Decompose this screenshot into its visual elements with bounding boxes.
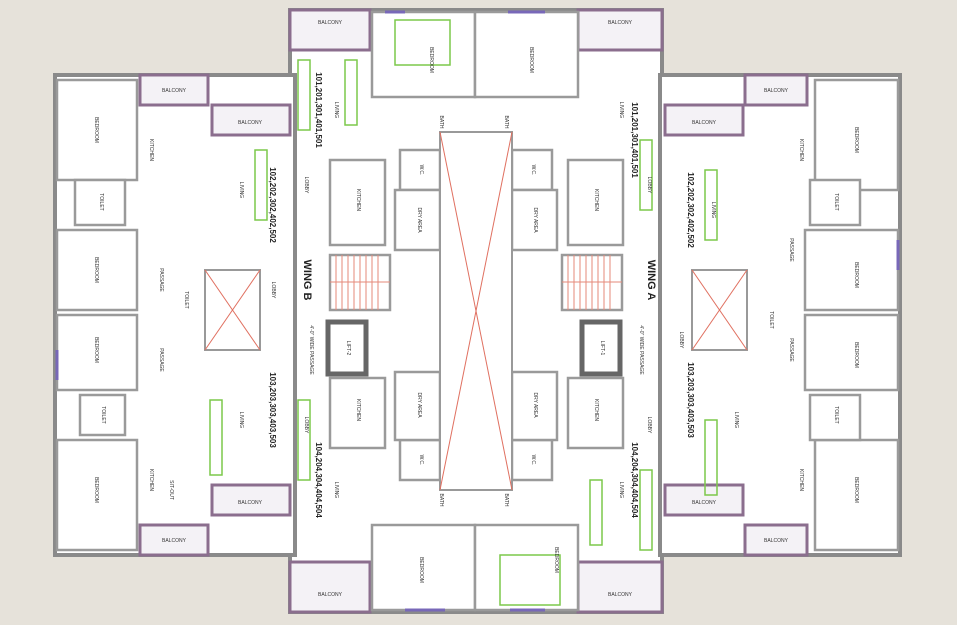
toilet-label: TOILET [100, 406, 106, 423]
toilet-label: TOILET [768, 311, 774, 328]
wc-label: W.C. [418, 165, 424, 176]
toilet-label: TOILET [833, 193, 839, 210]
lobby-label: LOBBY [303, 417, 309, 434]
bedroom-label: BEDROOM [528, 47, 534, 73]
living-label: LIVING [238, 412, 244, 429]
lobby-label: LOBBY [646, 417, 652, 434]
balcony-label: BALCONY [608, 592, 633, 598]
kitchen-label: KITCHEN [798, 469, 804, 491]
lift-1 [579, 319, 623, 377]
bedroom-label: BEDROOM [853, 127, 859, 153]
living-label: LIVING [710, 202, 716, 219]
toilet-label: TOILET [98, 193, 104, 210]
unit-numbers-104: 104,204,304,404,504 [314, 442, 323, 518]
living-label: LIVING [733, 412, 739, 429]
bath-label: BATH [438, 494, 444, 507]
balcony-label: BALCONY [318, 592, 343, 598]
kitchen-label: KITCHEN [593, 189, 599, 211]
balcony-label: BALCONY [162, 538, 187, 544]
kitchen-label: KITCHEN [355, 399, 361, 421]
wing-a-label: WING A [645, 260, 657, 301]
kitchen-label: KITCHEN [148, 469, 154, 491]
unit-numbers-104: 104,204,304,404,504 [630, 442, 639, 518]
unit-numbers-102: 102,202,302,402,502 [686, 172, 695, 248]
lobby-label: LOBBY [646, 177, 652, 194]
lift-2-label: LIFT-2 [345, 341, 351, 356]
living-label: LIVING [333, 102, 339, 119]
wc-label: W.C. [530, 165, 536, 176]
lobby-label: LOBBY [270, 282, 276, 299]
windows [55, 10, 900, 612]
kitchen-label: KITCHEN [798, 139, 804, 161]
central-shaft [439, 131, 513, 491]
dry-area-label: DRY AREA [532, 207, 538, 233]
passage-width-label: 4'-0" WIDE PASSAGE [308, 325, 314, 375]
toilet-label: TOILET [183, 291, 189, 308]
balcony-label: BALCONY [238, 500, 263, 506]
central-rooms [328, 10, 625, 612]
bath-label: BATH [503, 116, 509, 129]
kitchen-label: KITCHEN [593, 399, 599, 421]
living-label: LIVING [618, 102, 624, 119]
unit-numbers-101: 101,201,301,401,501 [630, 102, 639, 178]
bedroom-label: BEDROOM [93, 477, 99, 503]
bedroom-label: BEDROOM [428, 47, 434, 73]
bedroom-label: BEDROOM [853, 477, 859, 503]
bath-label: BATH [503, 494, 509, 507]
dry-area-label: DRY AREA [416, 207, 422, 233]
bedroom-label: BEDROOM [853, 262, 859, 288]
wc-label: W.C. [418, 455, 424, 466]
bedroom-label: BEDROOM [93, 117, 99, 143]
side-shafts [204, 269, 748, 351]
lobby-label: LOBBY [678, 332, 684, 349]
lift-1-label: LIFT-1 [599, 341, 605, 356]
balcony-label: BALCONY [162, 88, 187, 94]
bedroom-label: BEDROOM [93, 337, 99, 363]
balcony-label: BALCONY [692, 500, 717, 506]
bedroom-label: BEDROOM [418, 557, 424, 583]
unit-numbers-103: 103,203,303,403,503 [268, 372, 277, 448]
dry-area-label: DRY AREA [416, 392, 422, 418]
dry-area-label: DRY AREA [532, 392, 538, 418]
passage-label: PASSAGE [788, 338, 794, 362]
balcony-label: BALCONY [318, 20, 343, 26]
wing-b-label: WING B [301, 260, 313, 301]
bedroom-label: BEDROOM [93, 257, 99, 283]
lift-2 [325, 319, 369, 377]
sitout-label: SIT-OUT [168, 480, 174, 500]
wc-label: W.C. [530, 455, 536, 466]
unit-numbers-103: 103,203,303,403,503 [686, 362, 695, 438]
balcony-label: BALCONY [764, 538, 789, 544]
balconies [138, 8, 809, 614]
balcony-label: BALCONY [238, 120, 263, 126]
living-label: LIVING [238, 182, 244, 199]
bedroom-label: BEDROOM [553, 547, 559, 573]
lobby-label: LOBBY [303, 177, 309, 194]
living-sofas [209, 59, 718, 551]
toilet-label: TOILET [833, 406, 839, 423]
passage-label: PASSAGE [158, 268, 164, 292]
bedroom-label: BEDROOM [853, 342, 859, 368]
staircase-a [560, 253, 624, 312]
staircase-b [328, 253, 392, 312]
balcony-label: BALCONY [764, 88, 789, 94]
side-rooms [55, 78, 900, 552]
living-label: LIVING [618, 482, 624, 499]
balcony-label: BALCONY [692, 120, 717, 126]
passage-label: PASSAGE [788, 238, 794, 262]
passage-label: PASSAGE [158, 348, 164, 372]
passage-width-label: 4'-0" WIDE PASSAGE [638, 325, 644, 375]
living-label: LIVING [333, 482, 339, 499]
kitchen-label: KITCHEN [355, 189, 361, 211]
bath-label: BATH [438, 116, 444, 129]
unit-numbers-101: 101,201,301,401,501 [314, 72, 323, 148]
balcony-label: BALCONY [608, 20, 633, 26]
kitchen-label: KITCHEN [148, 139, 154, 161]
unit-numbers-102: 102,202,302,402,502 [268, 167, 277, 243]
